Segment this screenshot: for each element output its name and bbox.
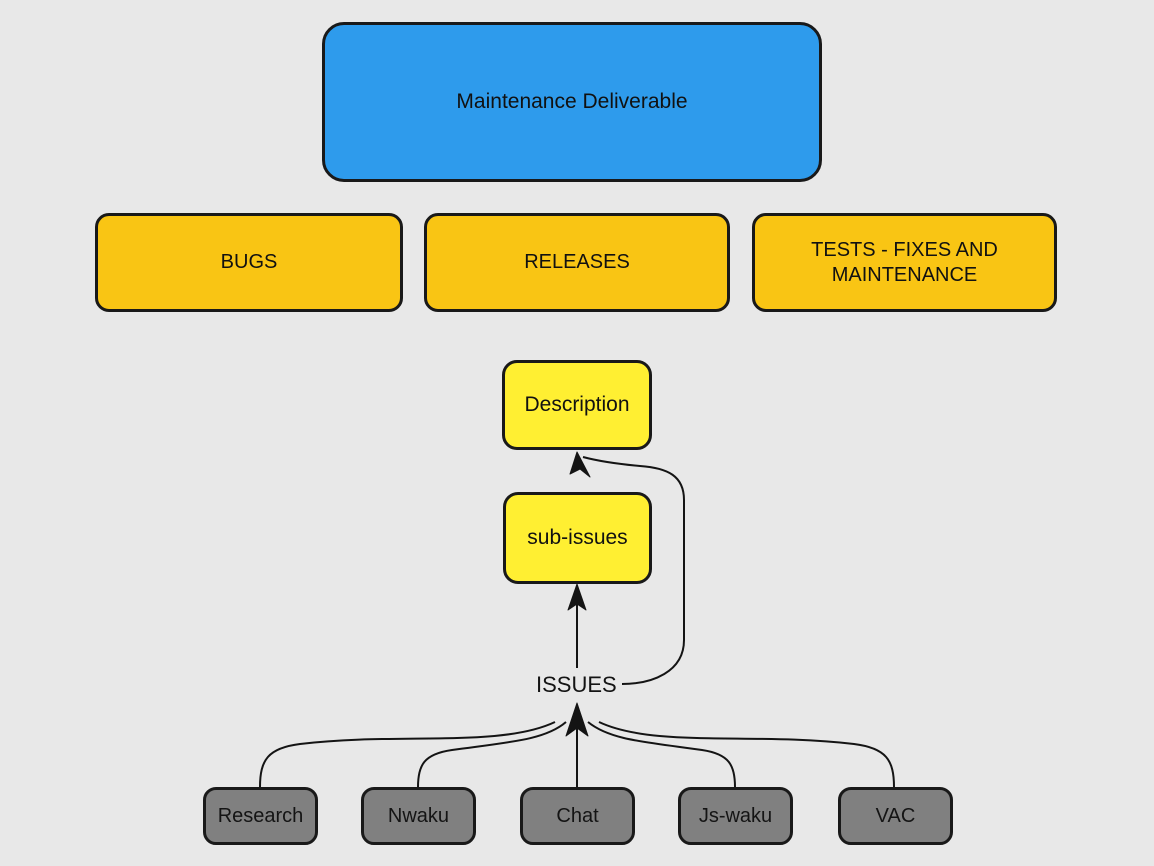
node-label: TESTS - FIXES AND MAINTENANCE	[811, 239, 998, 286]
node-label: Js-waku	[698, 804, 773, 827]
node-tests-fixes-and-maintenance[interactable]: TESTS - FIXES AND MAINTENANCE	[752, 213, 1057, 312]
edge-jswaku-to-issues	[587, 721, 736, 788]
node-label: VAC	[875, 804, 916, 827]
edge-label-issues: ISSUES	[534, 672, 619, 698]
node-label: Maintenance Deliverable	[456, 90, 688, 114]
node-description[interactable]: Description	[502, 360, 652, 450]
node-label: sub-issues	[527, 526, 628, 550]
node-label: RELEASES	[524, 251, 630, 274]
edge-issues-to-description	[582, 456, 685, 685]
edge-vac-to-issues	[598, 721, 895, 788]
node-label: Nwaku	[387, 804, 450, 827]
node-sub-issues[interactable]: sub-issues	[503, 492, 652, 584]
node-bugs[interactable]: BUGS	[95, 213, 403, 312]
edge-research-to-issues	[259, 721, 556, 788]
node-label: Chat	[556, 804, 599, 827]
node-maintenance-deliverable[interactable]: Maintenance Deliverable	[322, 22, 822, 182]
node-label: BUGS	[220, 251, 278, 274]
arrowhead-sub-issues	[567, 583, 587, 611]
node-nwaku[interactable]: Nwaku	[361, 787, 476, 845]
node-label: Description	[524, 393, 630, 417]
node-js-waku[interactable]: Js-waku	[678, 787, 793, 845]
edge-nwaku-to-issues	[417, 721, 567, 788]
node-releases[interactable]: RELEASES	[424, 213, 730, 312]
node-research[interactable]: Research	[203, 787, 318, 845]
node-label: Research	[217, 804, 304, 827]
edge-label-text: ISSUES	[536, 672, 617, 697]
node-chat[interactable]: Chat	[520, 787, 635, 845]
arrowhead-issues	[565, 702, 589, 737]
arrowhead-description	[569, 451, 591, 478]
node-vac[interactable]: VAC	[838, 787, 953, 845]
